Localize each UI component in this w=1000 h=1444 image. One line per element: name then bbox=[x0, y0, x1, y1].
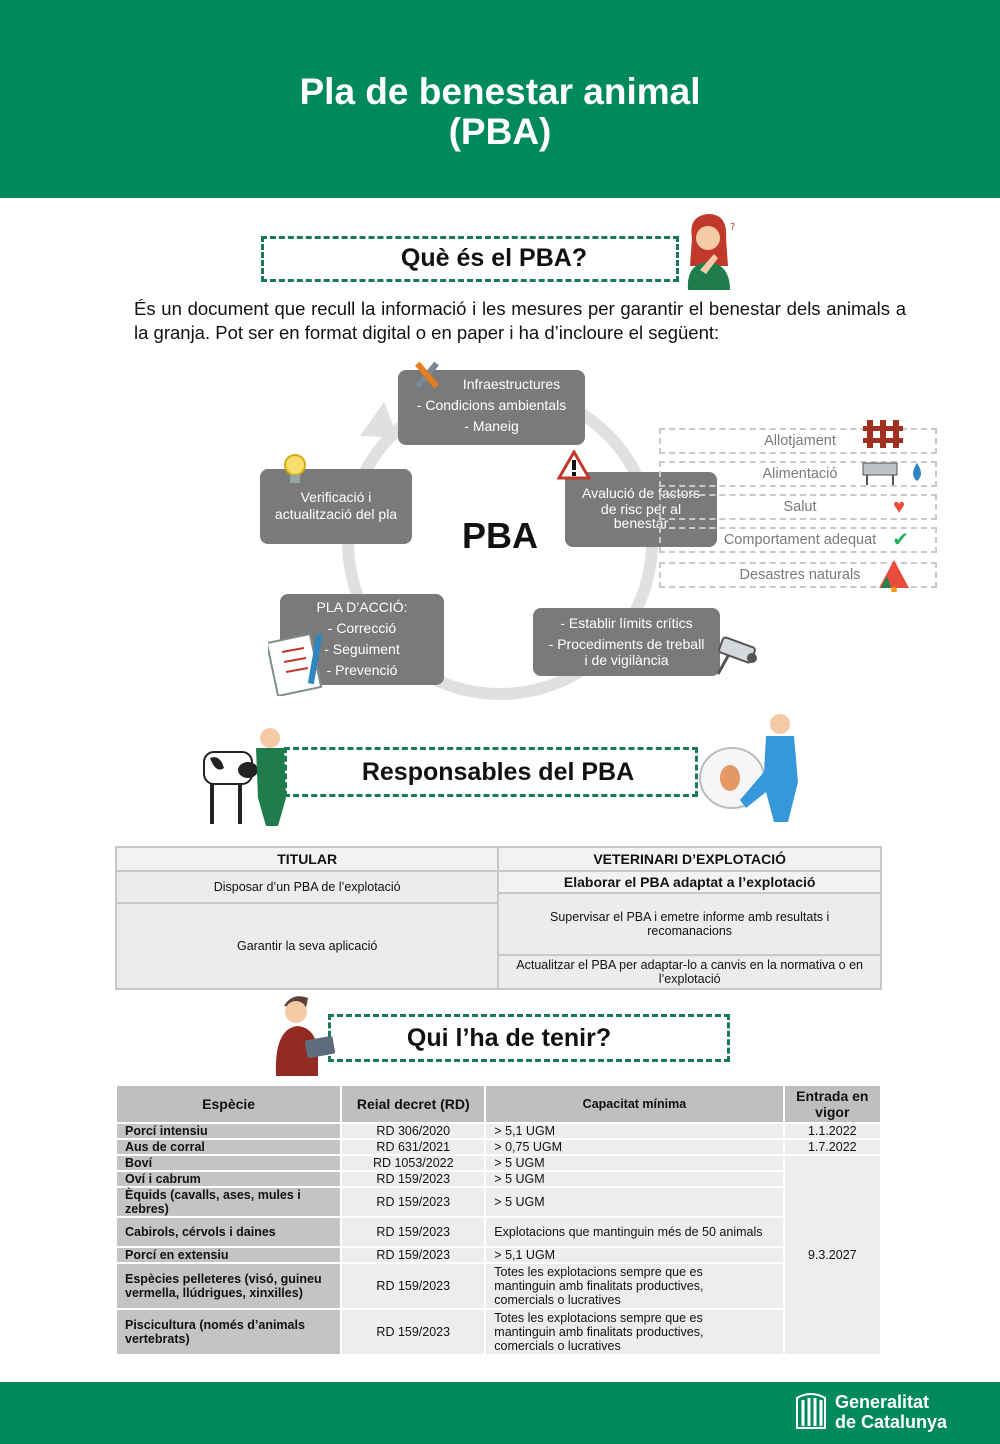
section-title-who: Qui l’ha de tenir? bbox=[406, 1024, 612, 1052]
logo-text: Generalitat de Catalunya bbox=[835, 1392, 948, 1432]
intro-text: És un document que recull la informació … bbox=[134, 298, 906, 343]
checkmark-icon: ✔ bbox=[892, 529, 909, 551]
farmer-cow-illustration bbox=[203, 728, 286, 826]
vet-sheep-illustration bbox=[699, 714, 798, 822]
vet-duty-2: Supervisar el PBA i emetre informe amb r… bbox=[497, 892, 882, 956]
requirements-table: Espècie Reial decret (RD) Capacitat míni… bbox=[114, 1084, 883, 1356]
shared-effective-date: 9.3.2027 bbox=[782, 1154, 883, 1356]
col-effective-date: Entrada en vigor bbox=[782, 1084, 883, 1124]
box-infrastructures: Infraestructures - Condicions ambientals… bbox=[398, 370, 585, 445]
vet-duty-3: Actualitzar el PBA per adaptar-lo a canv… bbox=[497, 954, 882, 990]
table-row: Aus de corral RD 631/2021 > 0,75 UGM 1.7… bbox=[114, 1138, 883, 1156]
table-row: Oví i cabrum RD 159/2023 > 5 UGM bbox=[114, 1170, 881, 1188]
table-row: Èquids (cavalls, ases, mules i zebres) R… bbox=[114, 1186, 881, 1218]
col-species: Espècie bbox=[114, 1084, 343, 1124]
col-min-capacity: Capacitat mínima bbox=[484, 1084, 785, 1124]
section-title-what: Què és el PBA? bbox=[400, 244, 588, 272]
disaster-warning-icon bbox=[879, 560, 909, 592]
generalitat-logo: Generalitat de Catalunya bbox=[795, 1390, 975, 1436]
man-tablet-illustration bbox=[275, 996, 336, 1076]
table-row: Boví RD 1053/2022 > 5 UGM 9.3.2027 bbox=[114, 1154, 883, 1356]
table-row: Cabirols, cérvols i daines RD 159/2023 E… bbox=[114, 1216, 881, 1248]
box-verification: Verificació i actualització del pla bbox=[260, 469, 412, 544]
holder-duty-1: Disposar d’un PBA de l’explotació bbox=[114, 870, 500, 904]
risk-feeding: Alimentació bbox=[659, 461, 937, 487]
section-title-frame bbox=[284, 747, 698, 797]
col-vet-header: VETERINARI D’EXPLOTACIÓ bbox=[497, 846, 882, 872]
generalitat-emblem-icon bbox=[796, 1393, 826, 1429]
vet-duty-1: Elaborar el PBA adaptat a l’explotació bbox=[497, 870, 882, 894]
section-title-frame bbox=[261, 236, 679, 282]
risk-health: Salut ♥ bbox=[659, 494, 937, 520]
table-row: Porcí en extensiu RD 159/2023 > 5,1 UGM bbox=[114, 1246, 881, 1264]
responsibles-table: TITULAR VETERINARI D’EXPLOTACIÓ Disposar… bbox=[114, 846, 882, 990]
header-banner: Pla de benestar animal (PBA) bbox=[0, 0, 1000, 198]
checklist-icon bbox=[268, 632, 323, 696]
table-row: Porcí intensiu RD 306/2020 > 5,1 UGM 1.1… bbox=[114, 1122, 883, 1140]
warning-icon bbox=[557, 450, 591, 480]
security-camera-icon bbox=[716, 636, 757, 675]
section-title-responsibles: Responsables del PBA bbox=[361, 758, 635, 786]
lightbulb-icon bbox=[284, 454, 306, 483]
risk-behaviour: Comportament adequat ✔ bbox=[659, 527, 937, 553]
cycle-center-label: PBA bbox=[462, 515, 539, 556]
risk-natural-disasters: Desastres naturals bbox=[659, 560, 937, 592]
feeder-water-icon bbox=[862, 462, 921, 485]
col-royal-decree: Reial decret (RD) bbox=[340, 1084, 487, 1124]
col-holder-header: TITULAR bbox=[114, 846, 500, 872]
table-row: Piscicultura (només d’animals vertebrats… bbox=[114, 1308, 881, 1356]
risk-housing: Allotjament bbox=[659, 420, 937, 454]
page-title: Pla de benestar animal (PBA) bbox=[299, 71, 701, 152]
holder-duty-2: Garantir la seva aplicació bbox=[114, 902, 500, 990]
fence-icon bbox=[863, 420, 903, 448]
thinking-woman-illustration: ? bbox=[687, 214, 735, 290]
footer-banner bbox=[0, 1382, 1000, 1444]
wrench-icon bbox=[415, 361, 439, 389]
box-risk-assessment: Avalució de factors de risc per al benes… bbox=[565, 472, 717, 547]
heart-icon: ♥ bbox=[893, 496, 905, 518]
table-row: Espècies pelleteres (visó, guineu vermel… bbox=[114, 1262, 881, 1310]
svg-text:?: ? bbox=[730, 222, 735, 233]
box-critical-limits: - Establir límits crítics - Procediments… bbox=[533, 608, 720, 676]
